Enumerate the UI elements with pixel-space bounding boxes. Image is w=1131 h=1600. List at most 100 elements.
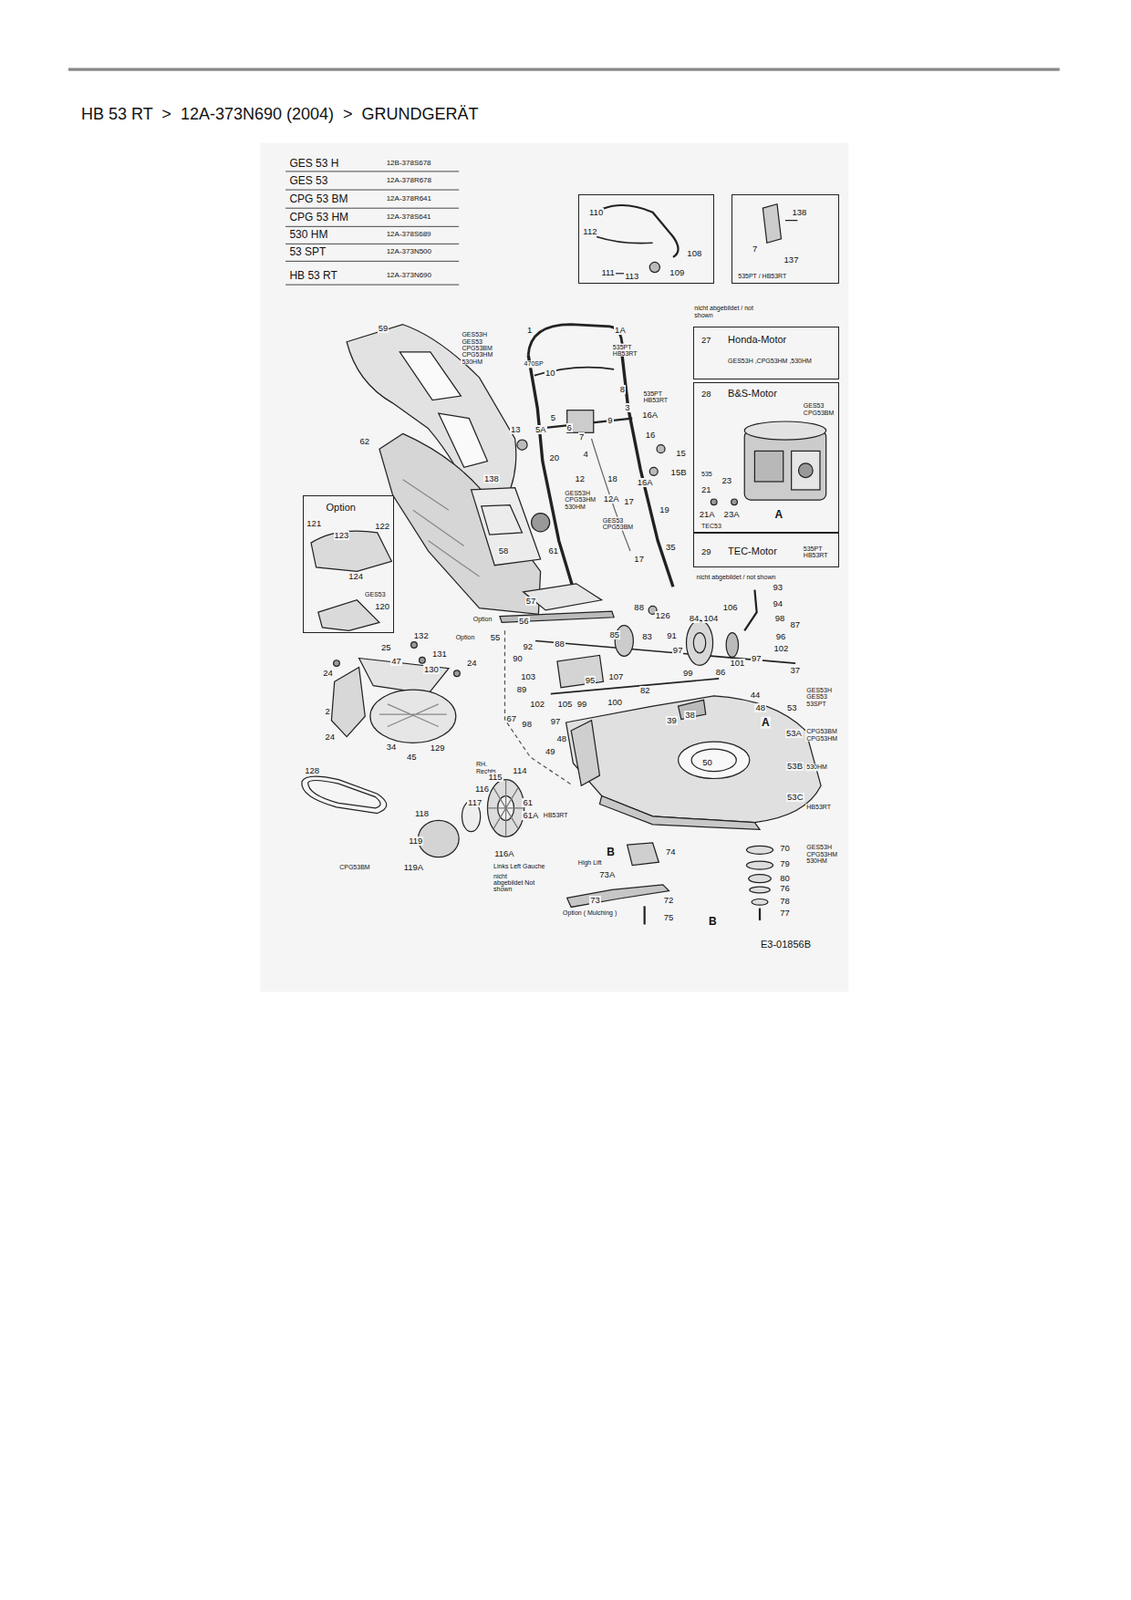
part-number: 12A-378R678 <box>385 176 433 185</box>
callout-number: 61 <box>547 546 560 556</box>
note-text: Option <box>455 633 477 641</box>
note-text: GES53H CPG53HM 530HM <box>563 489 594 510</box>
note-text: nicht abgebildet / not shown <box>693 304 767 319</box>
header-rule <box>68 67 1060 71</box>
callout-number: 18 <box>606 474 619 484</box>
model-name: 53 SPT <box>288 246 327 259</box>
engine-box: 28B&S-MotorGES53 CPG53BM535212321A23ATEC… <box>693 382 840 532</box>
note-text: nicht abgebildet Not shown <box>492 872 538 893</box>
callout-number: 6 <box>566 423 573 433</box>
callout-number: 102 <box>529 699 546 709</box>
mower-drawing <box>301 204 827 925</box>
note-text: GES53 CPG53BM <box>802 402 838 416</box>
callout-number: 24 <box>466 658 478 668</box>
callout-number: 87 <box>788 620 801 630</box>
callout-number: 97 <box>750 653 763 664</box>
callout-number: 62 <box>359 436 372 447</box>
note-text: 535 <box>700 470 714 478</box>
callout-number: 5A <box>534 425 548 435</box>
callout-number: 58 <box>498 546 510 556</box>
callout-number: 129 <box>429 743 447 753</box>
drawing-number: E3-01856B <box>759 939 812 951</box>
callout-number: 17 <box>622 497 635 507</box>
section-letter: A <box>760 716 771 729</box>
callout-number: 86 <box>715 667 727 677</box>
callout-number: 94 <box>771 599 784 609</box>
callout-number: 80 <box>778 873 791 883</box>
callout-number: 12A <box>602 494 621 504</box>
callout-number: 37 <box>788 665 801 675</box>
engine-box: 29TEC-Motor535PT HB53RT <box>693 532 840 568</box>
callout-number: 38 <box>684 710 696 720</box>
callout-number: 83 <box>641 632 654 642</box>
callout-number: 123 <box>333 530 351 540</box>
part-number: 12A-378S641 <box>385 213 433 221</box>
callout-number: 78 <box>778 896 791 906</box>
callout-number: 13 <box>509 425 522 435</box>
callout-number: 1A <box>613 325 627 335</box>
callout-number: 138 <box>483 474 500 484</box>
note-text: Links Left Gauche <box>492 862 546 870</box>
note-text: 530HM <box>805 764 829 771</box>
callout-number: 112 <box>581 227 598 237</box>
callout-number: 70 <box>778 843 791 853</box>
part-number: 12B-378S678 <box>385 159 433 167</box>
detail-inset: 110112108111113109 <box>578 194 715 284</box>
callout-number: 116 <box>474 784 490 794</box>
callout-number: 53 <box>786 703 799 713</box>
callout-number: 122 <box>373 521 391 531</box>
note-text: GES53H CPG53HM 530HM <box>805 843 836 864</box>
callout-number: 119 <box>407 836 424 846</box>
callout-number: 99 <box>682 668 695 678</box>
callout-number: 3 <box>623 403 631 413</box>
note-text: GES53 CPG53BM <box>601 517 635 531</box>
model-name: CPG 53 BM <box>288 193 349 206</box>
part-number: 12A-373N690 <box>385 271 433 280</box>
callout-number: 93 <box>771 582 784 592</box>
callout-number: 97 <box>549 716 562 727</box>
callout-number: 126 <box>654 611 672 621</box>
model-name: 530 HM <box>288 228 329 241</box>
callout-number: 59 <box>377 323 390 333</box>
section-letter: B <box>707 915 718 928</box>
callout-number: 44 <box>749 690 762 700</box>
part-number: 12A-373N500 <box>385 248 433 256</box>
callout-number: 15 <box>674 448 687 458</box>
callout-number: 84 <box>688 613 701 623</box>
callout-number: 2 <box>324 706 332 716</box>
callout-number: 88 <box>632 602 645 613</box>
heading-text: Option <box>325 502 357 514</box>
callout-number: 75 <box>663 913 675 923</box>
section-letter: A <box>774 508 785 520</box>
callout-number: 21A <box>698 509 716 519</box>
page-title: HB 53 RT > 12A-373N690 (2004) > GRUNDGER… <box>81 105 479 124</box>
heading-text: TEC-Motor <box>726 546 779 558</box>
callout-number: 99 <box>576 699 589 709</box>
callout-number: 111 <box>600 268 615 278</box>
callout-number: 114 <box>511 766 528 776</box>
model-name: GES 53 <box>288 175 329 187</box>
callout-number: 23A <box>723 509 741 519</box>
note-text: CPG53BM CPG53HM <box>805 727 839 742</box>
callout-number: 82 <box>639 685 652 696</box>
part-number: 12A-378R641 <box>385 195 433 203</box>
note-text: CPG53BM <box>338 863 371 871</box>
callout-number: 61A <box>521 810 540 820</box>
engine-box: 27Honda-MotorGES53H ,CPG53HM ,530HM <box>693 326 840 380</box>
callout-number: 19 <box>658 505 671 515</box>
note-text: 535PT HB53RT <box>802 545 838 560</box>
detail-inset: 1387137535PT / HB53RT <box>731 194 841 284</box>
callout-number: 98 <box>520 719 533 729</box>
callout-number: 5 <box>549 413 557 423</box>
note-text: GES53H ,CPG53HM ,530HM <box>726 357 813 364</box>
callout-number: 45 <box>405 752 418 762</box>
callout-number: 20 <box>549 453 561 463</box>
callout-number: 116A <box>493 849 515 859</box>
section-letter: B <box>605 846 616 859</box>
note-text: RH. Rechts <box>475 760 504 775</box>
callout-number: 98 <box>774 613 787 623</box>
callout-number: 57 <box>525 596 538 606</box>
callout-number: 47 <box>390 656 403 666</box>
callout-number: 110 <box>588 207 604 218</box>
callout-number: 8 <box>619 384 626 395</box>
